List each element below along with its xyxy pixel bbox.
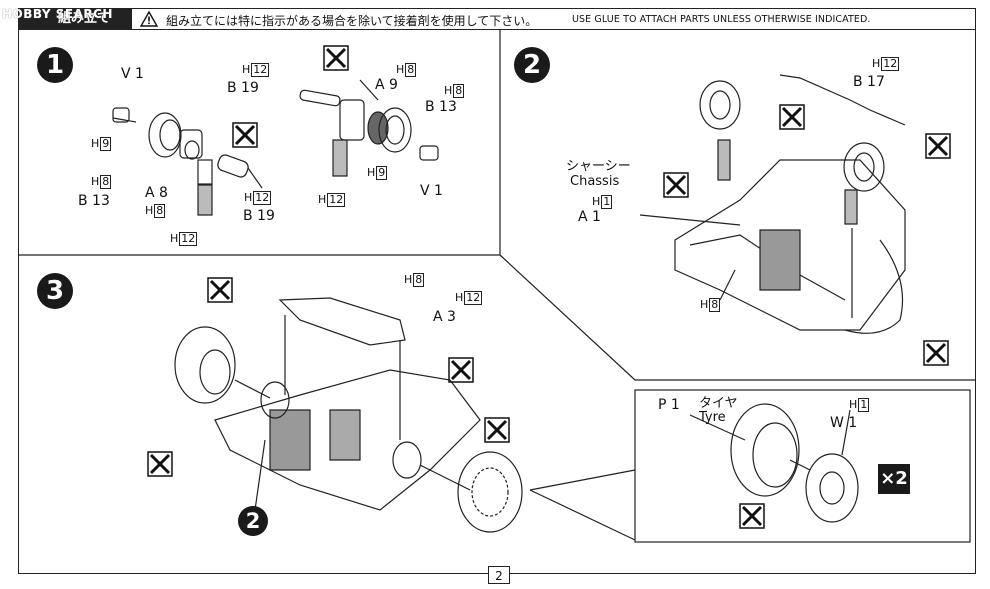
step-3-badge: 3 <box>37 273 73 309</box>
no-glue-icon <box>739 503 765 529</box>
part-label-a8: A 8 <box>145 185 168 201</box>
no-glue-icon <box>923 340 949 366</box>
warning-triangle-icon <box>140 11 158 27</box>
tyre-label-jp: タイヤ <box>699 396 738 411</box>
no-glue-icon <box>448 357 474 383</box>
step1-left-hub <box>112 107 263 216</box>
part-label-b19-top: B 19 <box>227 80 259 96</box>
part-label-p1: P 1 <box>658 397 680 413</box>
part-label-a3: A 3 <box>433 309 456 325</box>
no-glue-icon <box>323 45 349 71</box>
watermark: HOBBY SEARCH <box>2 7 113 21</box>
step-1-badge: 1 <box>37 47 73 83</box>
part-label-v1-right: V 1 <box>420 183 443 199</box>
step-2-reference-badge: 2 <box>238 506 268 536</box>
no-glue-icon <box>663 172 689 198</box>
panel-divider-diagonal <box>499 254 976 381</box>
tyre-label-en: Tyre <box>699 410 726 425</box>
glue-note-jp: 組み立てには特に指示がある場合を除いて接着剤を使用して下さい。 <box>166 14 538 28</box>
page-number: 2 <box>488 566 510 584</box>
no-glue-icon <box>147 451 173 477</box>
glue-note-en: USE GLUE TO ATTACH PARTS UNLESS OTHERWIS… <box>572 14 871 25</box>
no-glue-icon <box>484 417 510 443</box>
step-2-badge: 2 <box>514 47 550 83</box>
chassis-label-en: Chassis <box>570 174 620 189</box>
part-label-b17: B 17 <box>853 74 885 90</box>
part-label-b19-left: B 19 <box>243 208 275 224</box>
no-glue-icon <box>232 122 258 148</box>
part-label-a9: A 9 <box>375 77 398 93</box>
part-label-v1-left: V 1 <box>121 66 144 82</box>
step1-right-hub <box>299 79 439 177</box>
tyre-inset-box <box>634 389 971 543</box>
part-label-a1: A 1 <box>578 209 601 225</box>
step2-chassis <box>639 74 906 334</box>
no-glue-icon <box>925 133 951 159</box>
part-label-w1: W 1 <box>830 415 858 431</box>
quantity-multiplier: ×2 <box>878 464 910 494</box>
section-title: 組み立て <box>18 8 132 30</box>
part-label-b13-left: B 13 <box>78 193 110 209</box>
header-bar <box>18 8 976 30</box>
part-label-b13-right: B 13 <box>425 99 457 115</box>
chassis-label-jp: シャーシー <box>566 159 631 174</box>
no-glue-icon <box>779 104 805 130</box>
no-glue-icon <box>207 277 233 303</box>
step3-assembly <box>174 297 523 533</box>
tyre-inset-parts <box>689 403 859 523</box>
